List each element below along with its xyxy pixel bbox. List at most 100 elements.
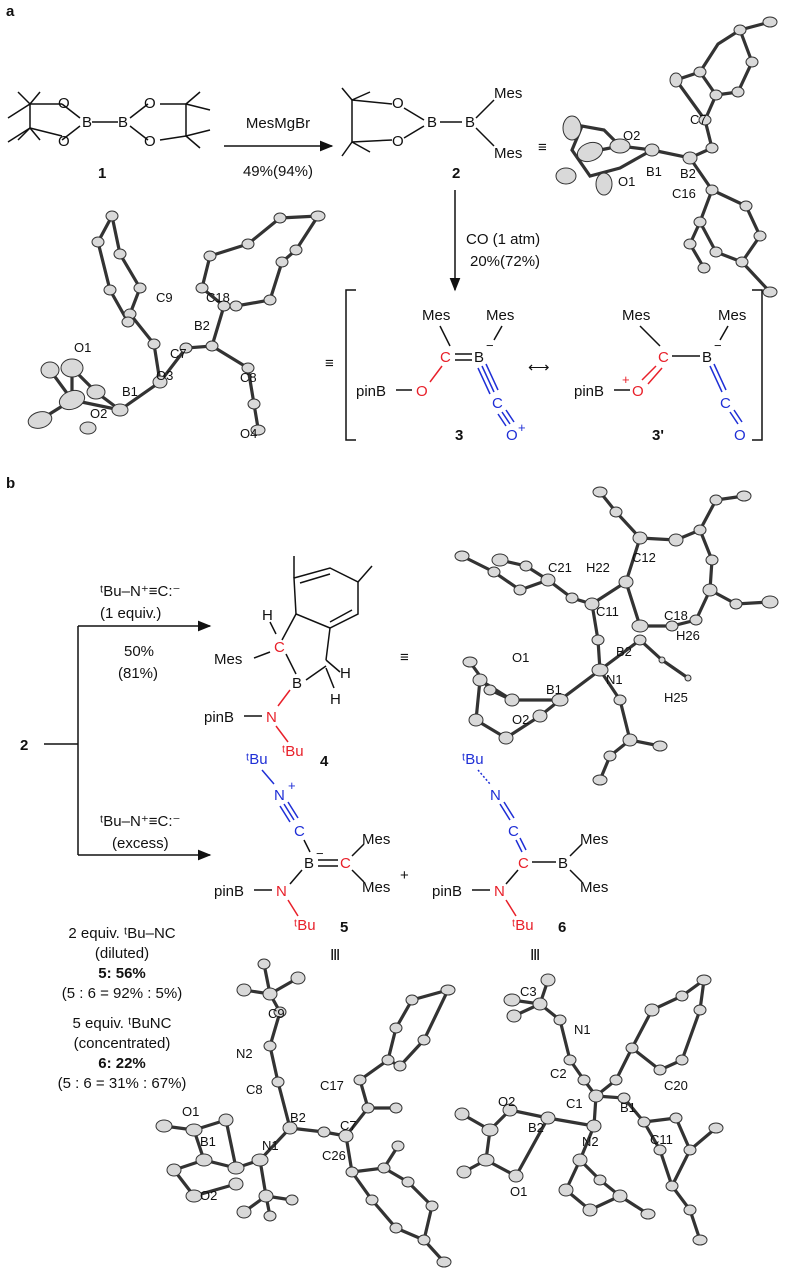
svg-text:2 equiv. ᵗBu–NC: 2 equiv. ᵗBu–NC	[68, 925, 175, 942]
crystal-structure-3	[27, 210, 326, 436]
svg-text:Mes: Mes	[362, 831, 390, 848]
compound-3-label: 3	[455, 427, 463, 444]
svg-text:O1: O1	[182, 1104, 199, 1119]
svg-text:O2: O2	[512, 712, 529, 727]
yield-1: 49%(94%)	[243, 163, 313, 180]
conditions-block: 2 equiv. ᵗBu–NC (diluted) 5: 56% (5 : 6 …	[58, 925, 187, 1092]
svg-text:O: O	[392, 133, 404, 150]
svg-text:B1: B1	[646, 164, 662, 179]
reagent-equiv-2: (excess)	[112, 835, 169, 852]
svg-text:B2: B2	[616, 644, 632, 659]
svg-text:Mes: Mes	[214, 651, 242, 668]
svg-text:O: O	[734, 427, 746, 444]
svg-text:B: B	[118, 114, 128, 131]
svg-text:+: +	[622, 372, 630, 387]
svg-text:+: +	[288, 778, 296, 793]
svg-text:C3: C3	[520, 984, 537, 999]
svg-text:C: C	[720, 395, 731, 412]
panel-label-a: a	[6, 3, 15, 20]
svg-text:B1: B1	[200, 1134, 216, 1149]
crystal-structure-2	[555, 16, 778, 298]
crystal-structure-4	[454, 486, 779, 786]
resonance-arrow: ⟷	[528, 359, 550, 376]
svg-text:C9: C9	[156, 290, 173, 305]
vertical-equiv-6: Ⅲ	[530, 947, 540, 964]
svg-text:Mes: Mes	[362, 879, 390, 896]
svg-text:C11: C11	[650, 1132, 673, 1147]
svg-text:O2: O2	[498, 1094, 515, 1109]
svg-text:C: C	[518, 855, 529, 872]
svg-text:H: H	[262, 607, 273, 624]
svg-text:O4: O4	[240, 426, 257, 441]
reagent-co: CO (1 atm)	[466, 231, 540, 248]
svg-text:C17: C17	[320, 1078, 344, 1093]
svg-text:pinB: pinB	[214, 883, 244, 900]
svg-text:O: O	[416, 383, 428, 400]
svg-text:Mes: Mes	[718, 307, 746, 324]
svg-text:N: N	[490, 787, 501, 804]
compound-1-structure: O O B B O O	[7, 91, 211, 150]
svg-text:ᵗBu: ᵗBu	[246, 751, 268, 768]
svg-text:N: N	[266, 709, 277, 726]
compound-3prime-structure: Mes Mes C B − O + pinB C O	[574, 307, 746, 444]
svg-text:B2: B2	[194, 318, 210, 333]
svg-text:N1: N1	[262, 1138, 279, 1153]
svg-text:H: H	[340, 665, 351, 682]
svg-text:C21: C21	[548, 560, 572, 575]
svg-text:B: B	[292, 675, 302, 692]
atom-labels-3: C9 C18 B2 O1 C7 O3 C8 B1 O2 O4	[74, 290, 257, 441]
svg-text:ᵗBu: ᵗBu	[294, 917, 316, 934]
compound-5-structure: ᵗBu N + C B − C Mes Mes N pinB ᵗBu	[214, 751, 390, 934]
plus-sign: +	[400, 867, 409, 884]
svg-text:C18: C18	[206, 290, 230, 305]
svg-text:O1: O1	[74, 340, 91, 355]
svg-text:C11: C11	[596, 604, 619, 619]
svg-text:O3: O3	[156, 368, 173, 383]
svg-text:pinB: pinB	[356, 383, 386, 400]
svg-text:C7: C7	[690, 112, 707, 127]
svg-text:C26: C26	[322, 1148, 346, 1163]
svg-text:B: B	[427, 114, 437, 131]
svg-text:O: O	[392, 95, 404, 112]
atom-labels-5: C9 N2 C8 C17 O1 B2 C7 B1 N1 C26 O2	[182, 1006, 357, 1203]
svg-text:C: C	[294, 823, 305, 840]
reagent-equiv-1: (1 equiv.)	[100, 605, 161, 622]
svg-text:O1: O1	[618, 174, 635, 189]
svg-text:C12: C12	[632, 550, 656, 565]
compound-5-label: 5	[340, 919, 348, 936]
compound-2-structure: O O B B Mes Mes	[341, 85, 522, 162]
svg-text:Mes: Mes	[422, 307, 450, 324]
svg-text:(5 : 6 = 92% : 5%): (5 : 6 = 92% : 5%)	[62, 985, 182, 1002]
bracket-left	[345, 289, 356, 441]
start-compound-2: 2	[20, 737, 28, 754]
svg-text:B1: B1	[620, 1100, 636, 1115]
compound-3prime-label: 3'	[652, 427, 664, 444]
compound-4-label: 4	[320, 753, 329, 770]
compound-6-structure: ᵗBu N C C B Mes Mes N pinB ᵗBu	[432, 751, 608, 934]
svg-text:5 equiv. ᵗBuNC: 5 equiv. ᵗBuNC	[73, 1015, 172, 1032]
crystal-structure-6	[454, 973, 724, 1246]
svg-text:5: 56%: 5: 56%	[98, 965, 146, 982]
svg-text:ᵗBu: ᵗBu	[512, 917, 534, 934]
svg-text:B2: B2	[290, 1110, 306, 1125]
svg-text:pinB: pinB	[204, 709, 234, 726]
svg-text:B: B	[702, 349, 712, 366]
equiv-symbol-3: ≡	[325, 355, 334, 372]
svg-text:C: C	[274, 639, 285, 656]
compound-4-structure: C H Mes B H H N pinB ᵗBu	[204, 556, 373, 760]
svg-text:ᵗBu: ᵗBu	[462, 751, 484, 768]
svg-text:C7: C7	[170, 346, 187, 361]
compound-3-structure: Mes Mes C B − O pinB C O +	[356, 307, 526, 444]
svg-text:ᵗBu: ᵗBu	[282, 743, 304, 760]
svg-text:B1: B1	[546, 682, 562, 697]
svg-text:C20: C20	[664, 1078, 688, 1093]
svg-text:Mes: Mes	[494, 145, 522, 162]
svg-text:O2: O2	[623, 128, 640, 143]
svg-text:C8: C8	[240, 370, 257, 385]
svg-text:6: 22%: 6: 22%	[98, 1055, 146, 1072]
svg-text:O1: O1	[512, 650, 529, 665]
svg-text:N: N	[274, 787, 285, 804]
svg-text:B: B	[558, 855, 568, 872]
equiv-symbol-4: ≡	[400, 649, 409, 666]
